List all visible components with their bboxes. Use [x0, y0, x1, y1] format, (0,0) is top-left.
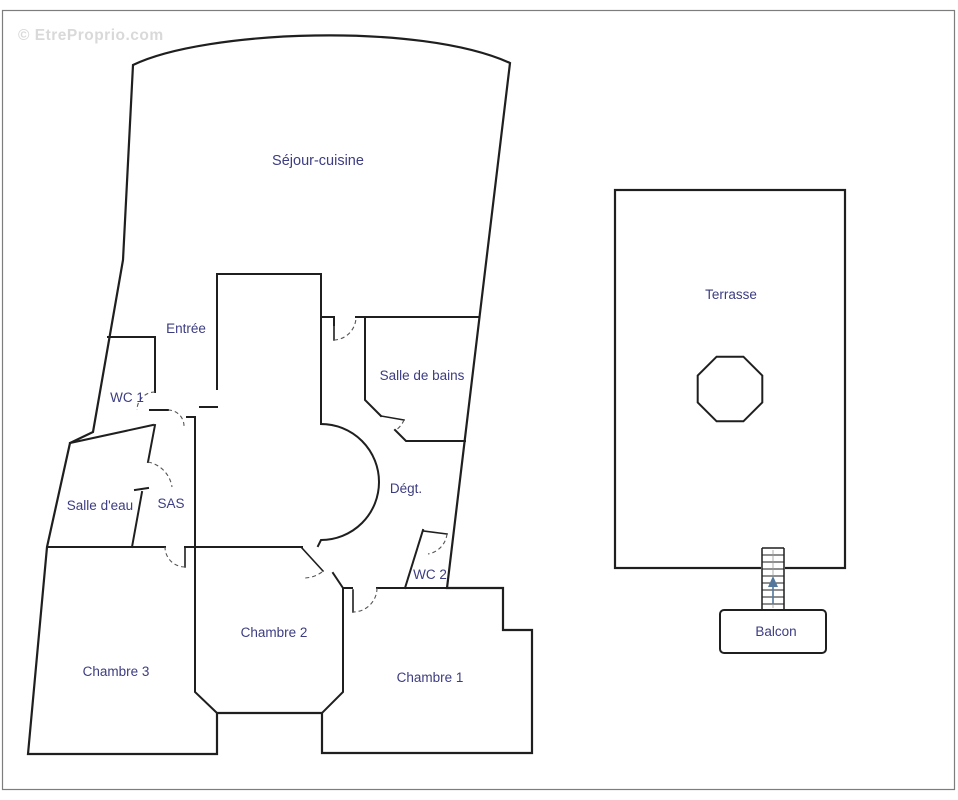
page-border: [1, 9, 956, 791]
door-swing-chambre3: [164, 546, 186, 568]
balcon-outline: [719, 609, 827, 654]
door-swing-salle-de-bains: [395, 419, 405, 431]
door-swing-wc2: [427, 533, 448, 555]
room-label-salle-de-bains: Salle de bains: [380, 368, 465, 383]
room-label-chambre2: Chambre 2: [241, 625, 308, 640]
room-label-wc2: WC 2: [413, 567, 447, 582]
stairs-arrow-head-icon: [768, 576, 778, 587]
room-label-salle-eau: Salle d'eau: [67, 498, 133, 513]
door-swing-salle-eau: [147, 461, 173, 488]
terrasse-outline: [613, 188, 847, 570]
door-leaves: [184, 324, 448, 613]
terrasse-octagon: [696, 355, 764, 423]
door-swing-wc1: [136, 391, 156, 411]
apartment-plan: Séjour-cuisine Entrée WC 1 Salle d'eau S…: [26, 34, 534, 756]
central-curved-wall: [316, 422, 380, 548]
central-block-walls: [216, 273, 322, 425]
wc1-walls: [68, 336, 169, 445]
door-swing-chambre2: [304, 571, 323, 579]
salle-eau-wall: [130, 423, 157, 549]
watermark-text: © EtreProprio.com: [18, 27, 164, 44]
salle-de-bains-walls: [364, 316, 466, 442]
wc2-wall: [403, 528, 425, 590]
sas-divider-wall: [186, 406, 219, 715]
room-label-chambre1: Chambre 1: [397, 670, 464, 685]
terrace-plan: Terrasse Balcon: [613, 188, 847, 654]
stairs-rails: [761, 547, 785, 610]
room-label-sas: SAS: [157, 496, 184, 511]
room-label-terrasse: Terrasse: [705, 287, 757, 302]
room-label-wc1: WC 1: [110, 390, 144, 405]
room-label-balcon: Balcon: [755, 624, 796, 639]
door-swing-sas: [167, 409, 185, 427]
door-swing-chambre1: [352, 587, 378, 613]
chambre2-right-wall: [320, 571, 344, 715]
room-label-degt: Dégt.: [390, 481, 422, 496]
apartment-outline: [26, 34, 534, 756]
room-label-entree: Entrée: [166, 321, 206, 336]
room-label-chambre3: Chambre 3: [83, 664, 150, 679]
degt-top-wall: [320, 316, 480, 326]
room-label-sejour-cuisine: Séjour-cuisine: [272, 153, 364, 169]
stairs: [761, 547, 785, 610]
door-swing-degt: [333, 316, 357, 341]
